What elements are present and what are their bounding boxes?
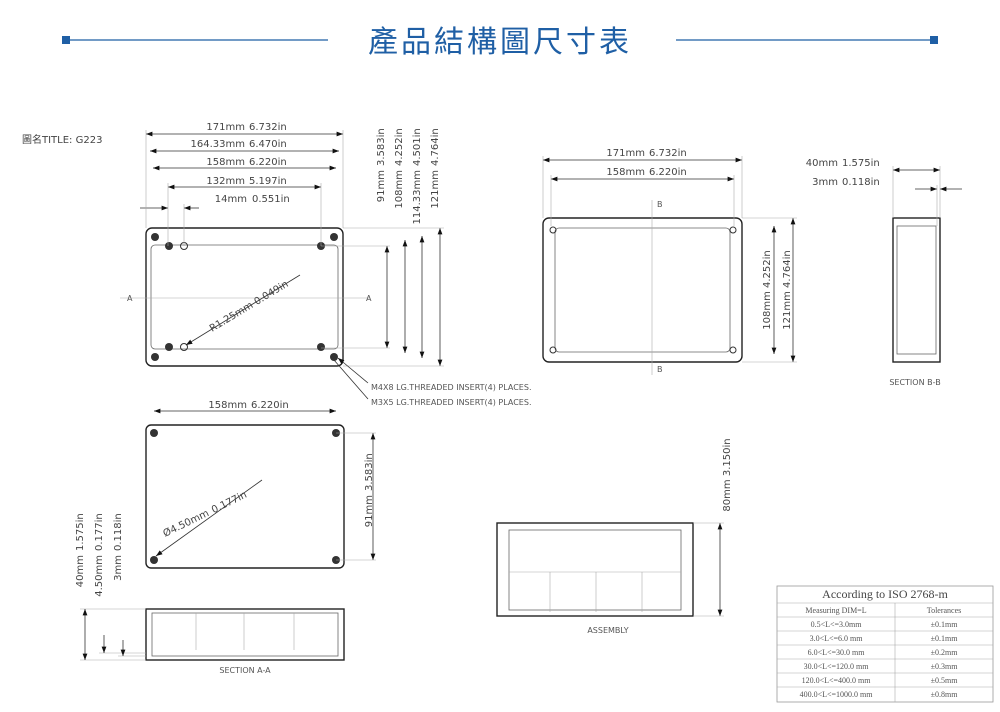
- assembly-label: ASSEMBLY: [587, 626, 628, 635]
- bottom-dim-91in: 3.583in: [364, 453, 375, 491]
- section-b-b: 40mm 1.575in 3mm 0.118in SECTION B-B: [806, 158, 962, 387]
- sec-a-dim-3in: 0.118in: [113, 513, 124, 551]
- bottom-dim-158in: 6.220in: [251, 400, 289, 411]
- dim-114mm: 114.33mm: [412, 170, 423, 224]
- assembly-view: 80mm 3.150in ASSEMBLY: [496, 438, 733, 635]
- sec-a-dim-40in: 1.575in: [75, 513, 86, 551]
- section-a-label: SECTION A-A: [219, 666, 271, 675]
- table-cell-tolerance: ±0.1mm: [931, 634, 959, 643]
- dim-114in: 4.501in: [412, 128, 423, 166]
- table-title: According to ISO 2768-m: [822, 587, 948, 601]
- drawing-title: 圖名TITLE: G223: [22, 133, 102, 146]
- dim-164in: 6.470in: [249, 139, 287, 150]
- table-cell-range: 0.5<L<=3.0mm: [811, 620, 863, 629]
- dim-171in: 6.732in: [249, 122, 287, 133]
- header-square-left: [62, 36, 70, 44]
- dim-108mm: 108mm: [394, 170, 405, 209]
- lid-dim-171mm: 171mm: [606, 148, 645, 159]
- header-square-right: [930, 36, 938, 44]
- bottom-dim-158mm: 158mm: [208, 400, 247, 411]
- top-view: A A: [120, 227, 372, 367]
- dim-158mm: 158mm: [206, 157, 245, 168]
- dim-121mm: 121mm: [430, 170, 441, 209]
- lid-view: B B 171mm 6.732in 158mm 6.220in 108mm 4.…: [542, 148, 797, 375]
- dim-158in: 6.220in: [249, 157, 287, 168]
- table-cell-tolerance: ±0.8mm: [931, 690, 959, 699]
- lid-dim-158in: 6.220in: [649, 167, 687, 178]
- page-title: 產品結構圖尺寸表: [368, 25, 632, 60]
- assembly-dim: 80mm 3.150in: [722, 438, 733, 511]
- sec-b-dim-3mm: 3mm: [812, 177, 838, 188]
- dim-121in: 4.764in: [430, 128, 441, 166]
- table-header-dim: Measuring DIM=L: [805, 606, 866, 615]
- insert-callouts: M4X8 LG.THREADED INSERT(4) PLACES. M3X5 …: [333, 357, 531, 407]
- callout-m3x5: M3X5 LG.THREADED INSERT(4) PLACES.: [371, 398, 531, 407]
- lid-dim-108mm: 108mm: [762, 291, 773, 330]
- dim-14in: 0.551in: [252, 194, 290, 205]
- sec-a-dim-450in: 0.177in: [94, 513, 105, 551]
- section-mark-b-bottom: B: [657, 365, 663, 374]
- tolerance-table: According to ISO 2768-m Measuring DIM=L …: [776, 585, 994, 703]
- sec-b-dim-40mm: 40mm: [806, 158, 838, 169]
- sec-a-dim-40mm: 40mm: [75, 555, 86, 587]
- section-mark-b-top: B: [657, 200, 663, 209]
- table-cell-tolerance: ±0.1mm: [931, 620, 959, 629]
- dim-164mm: 164.33mm: [191, 139, 245, 150]
- table-cell-tolerance: ±0.5mm: [931, 676, 959, 685]
- dim-132mm: 132mm: [206, 176, 245, 187]
- section-mark-a-right: A: [366, 294, 372, 303]
- table-cell-range: 400.0<L<=1000.0 mm: [800, 690, 874, 699]
- lid-dim-108: 108mm 4.252in: [762, 250, 773, 330]
- section-b-label: SECTION B-B: [889, 378, 940, 387]
- table-cell-tolerance: ±0.3mm: [931, 662, 959, 671]
- lid-dim-121mm: 121mm: [782, 291, 793, 330]
- assembly-dim-in: 3.150in: [722, 438, 733, 476]
- table-cell-tolerance: ±0.2mm: [931, 648, 959, 657]
- dim-132in: 5.197in: [249, 176, 287, 187]
- table-cell-range: 6.0<L<=30.0 mm: [808, 648, 866, 657]
- lid-dim-108in: 4.252in: [762, 250, 773, 288]
- table-cell-range: 30.0<L<=120.0 mm: [804, 662, 870, 671]
- section-a-a: 40mm 1.575in 4.50mm 0.177in 3mm 0.118in SEC…: [75, 513, 345, 675]
- sec-b-dim-40in: 1.575in: [842, 158, 880, 169]
- bottom-dim-91mm: 91mm: [364, 495, 375, 527]
- header: 產品結構圖尺寸表: [62, 25, 938, 60]
- sec-a-dim-450mm: 4.50mm: [94, 555, 105, 597]
- lid-dim-171in: 6.732in: [649, 148, 687, 159]
- table-header-tol: Tolerances: [927, 606, 962, 615]
- table-cell-range: 3.0<L<=6.0 mm: [810, 634, 864, 643]
- lid-dim-121in: 4.764in: [782, 250, 793, 288]
- table-cell-range: 120.0<L<=400.0 mm: [802, 676, 872, 685]
- lid-dim-158mm: 158mm: [606, 167, 645, 178]
- assembly-dim-mm: 80mm: [722, 479, 733, 511]
- callout-m4x8: M4X8 LG.THREADED INSERT(4) PLACES.: [371, 383, 531, 392]
- dim-14mm: 14mm: [215, 194, 247, 205]
- sec-a-dim-3mm: 3mm: [113, 555, 124, 581]
- top-view-vertical-dims: 91mm 3.583in 108mm 4.252in 114.33mm 4.501in…: [321, 128, 444, 367]
- dim-91in: 3.583in: [376, 128, 387, 166]
- dim-171mm: 171mm: [206, 122, 245, 133]
- section-mark-a-left: A: [127, 294, 133, 303]
- dim-108in: 4.252in: [394, 128, 405, 166]
- sec-b-dim-3in: 0.118in: [842, 177, 880, 188]
- top-view-horizontal-dims: 171mm 6.732in 164.33mm 6.470in 158mm 6.2…: [140, 122, 344, 246]
- dim-91mm: 91mm: [376, 170, 387, 202]
- lid-dim-121: 121mm 4.764in: [782, 250, 793, 330]
